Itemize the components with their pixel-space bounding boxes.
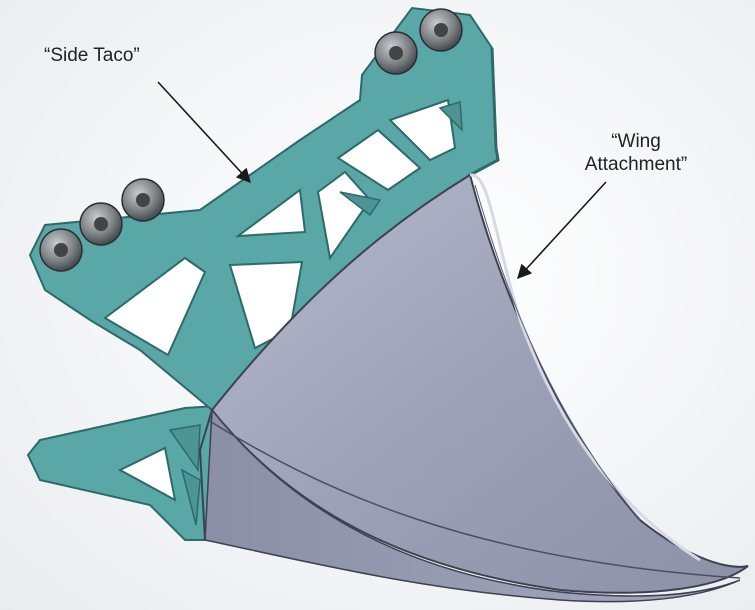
- lower-bracket: [26, 403, 242, 541]
- wing-label-line-2: Attachment”: [584, 154, 688, 175]
- wing-attachment-arrow-icon: [517, 181, 607, 280]
- side-taco-bracket: [28, 6, 500, 412]
- wing-attachment: [198, 173, 749, 603]
- bolt-head-icon: [121, 178, 165, 222]
- bolt-heads: [39, 8, 463, 272]
- bolt-head-icon: [39, 228, 83, 272]
- side-taco-arrow-icon: [157, 81, 251, 184]
- side-taco-label: “Side Taco”: [44, 45, 140, 66]
- bolt-head-icon: [79, 202, 123, 246]
- wing-label-line-1: “Wing: [611, 131, 661, 152]
- bolt-head-icon: [374, 31, 418, 75]
- bolt-head-icon: [419, 8, 463, 52]
- wing-attachment-label: “Wing Attachment”: [566, 130, 706, 176]
